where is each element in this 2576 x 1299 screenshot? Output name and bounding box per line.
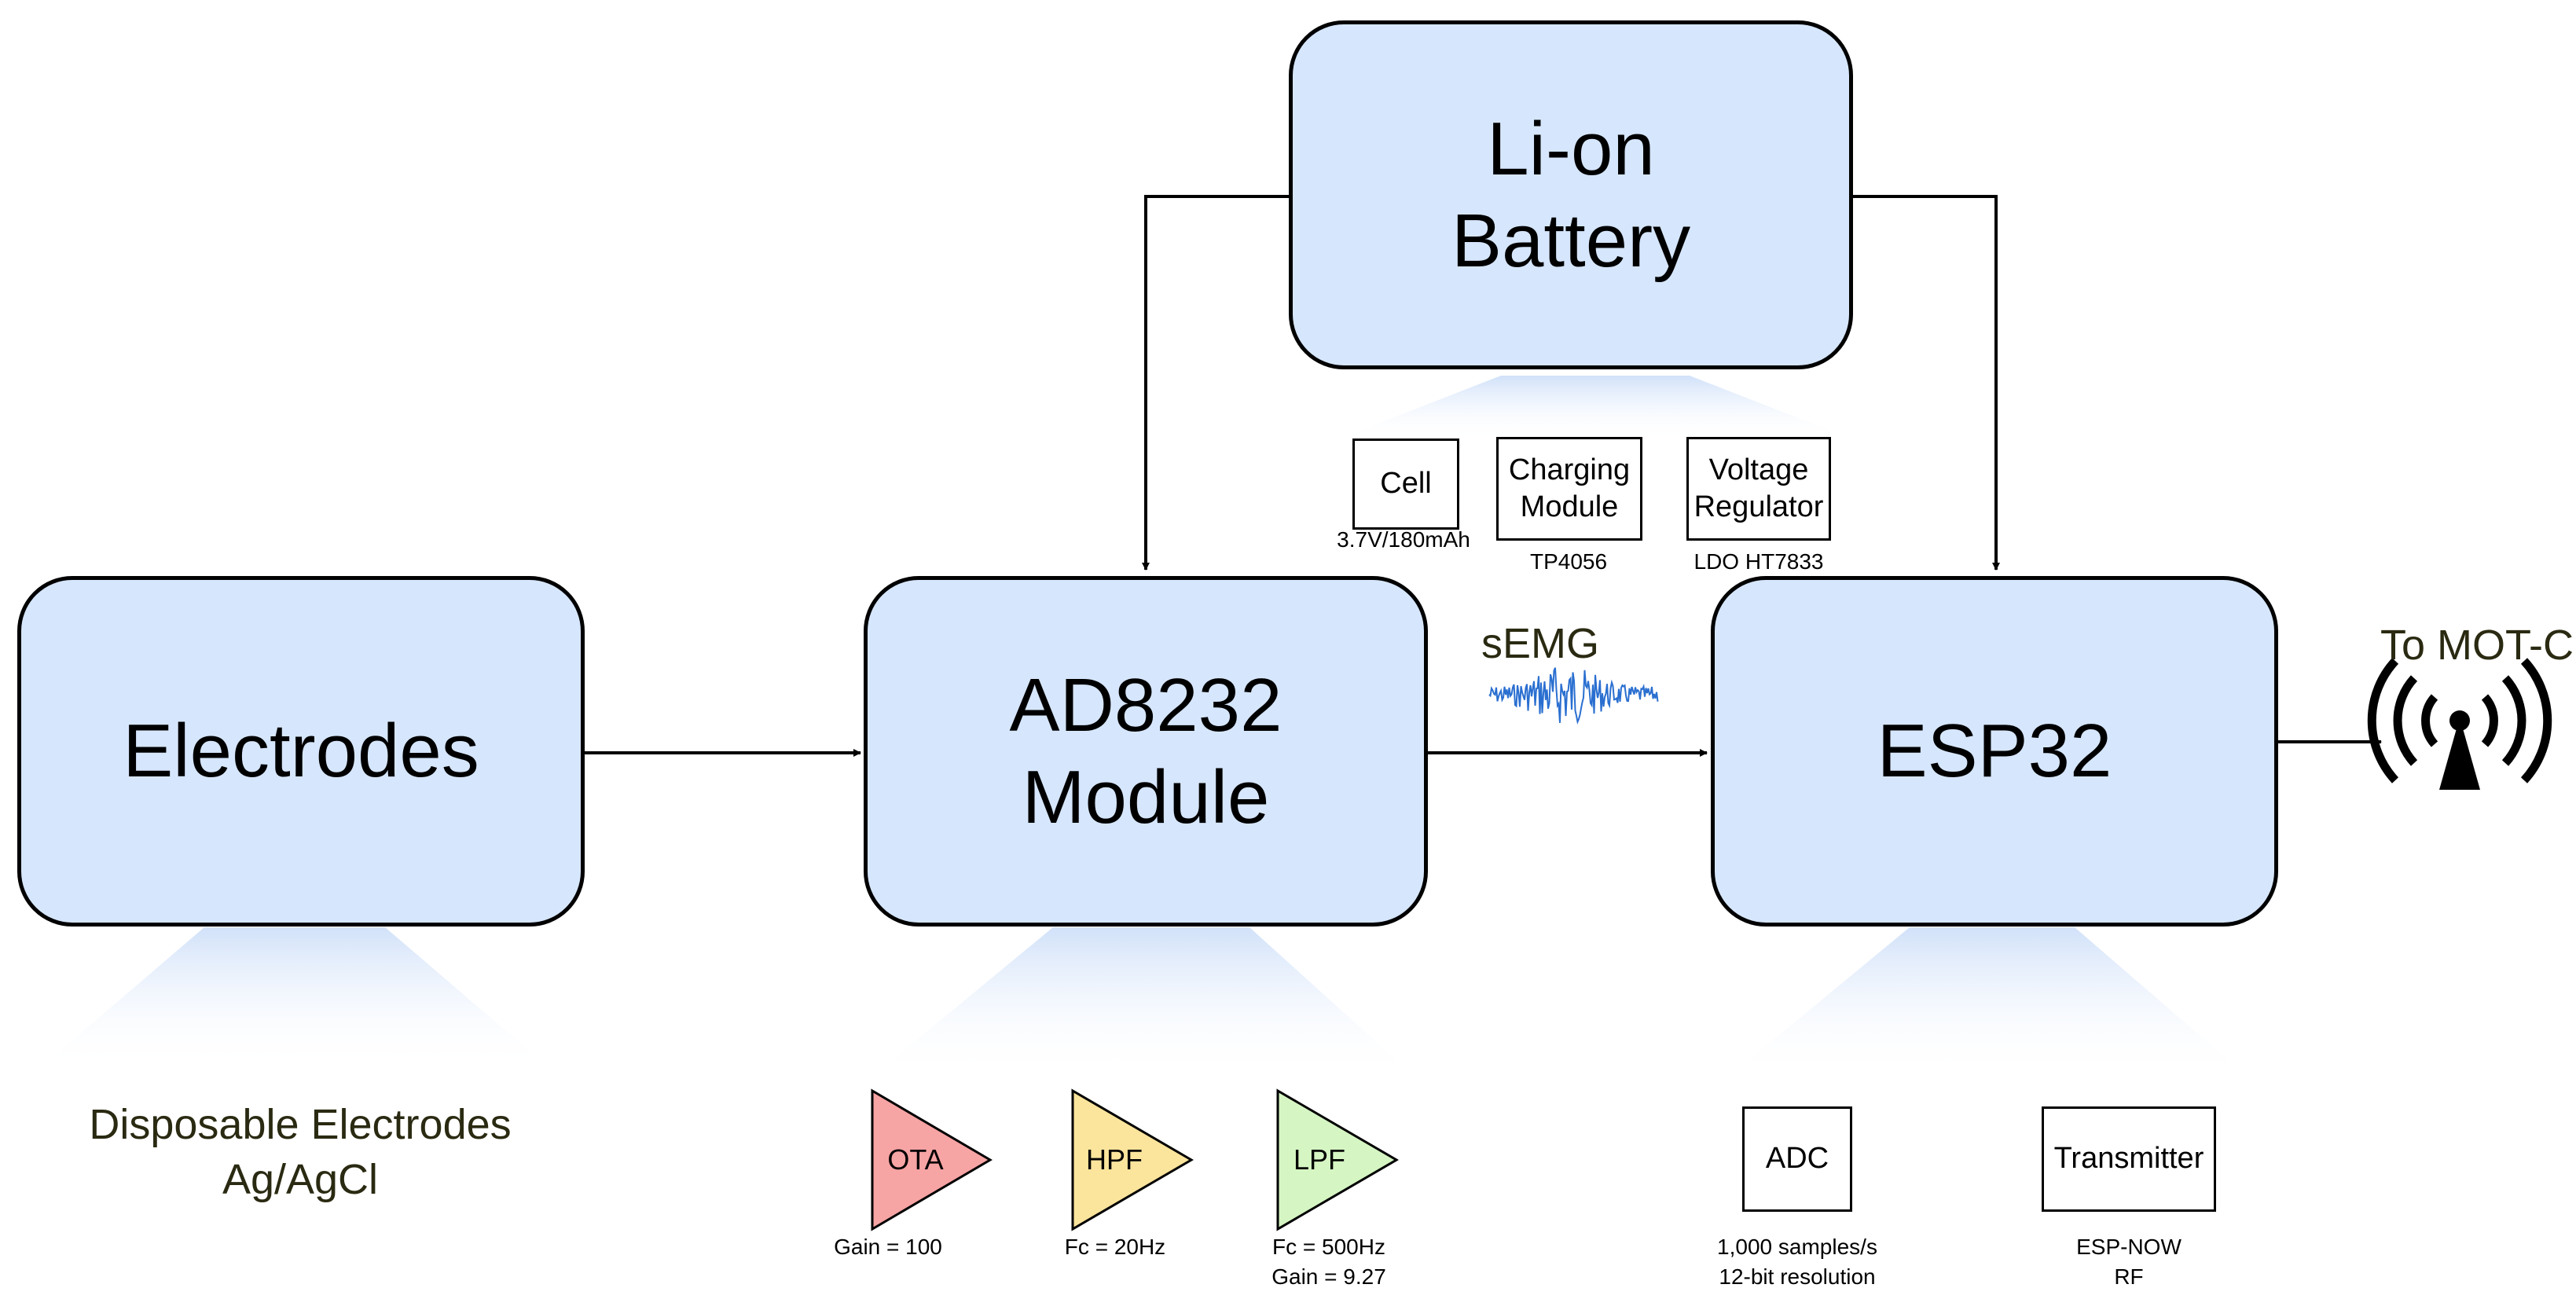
battery-title-line1: Li-on [1487, 106, 1655, 191]
electrodes-block: Electrodes [17, 576, 585, 927]
hpf-label: HPF [1086, 1143, 1143, 1176]
lpf-caption: Fc = 500Hz Gain = 9.27 [1271, 1232, 1386, 1292]
battery-detail-fan [1336, 376, 1855, 440]
esp32-detail-fan [1729, 927, 2248, 1077]
charging-module-label-line2: Module [1520, 490, 1619, 523]
electrodes-caption-line2: Ag/AgCl [222, 1156, 379, 1204]
adc-box: ADC [1742, 1106, 1852, 1212]
battery-block: Li-on Battery [1289, 20, 1853, 369]
ad8232-title-line2: Module [1022, 755, 1270, 839]
voltage-regulator-caption: LDO HT7833 [1693, 549, 1824, 574]
ota-caption: Gain = 100 [834, 1235, 942, 1259]
electrodes-caption: Disposable Electrodes Ag/AgCl [89, 1097, 511, 1207]
arrow-battery-to-ad8232 [1142, 195, 1289, 571]
ota-label: OTA [887, 1143, 944, 1176]
lpf-triangle [1276, 1088, 1399, 1231]
waveform-icon [1488, 667, 1659, 725]
ad8232-detail-fan [872, 927, 1415, 1077]
transmitter-label: Transmitter [2053, 1142, 2204, 1176]
lpf-label: LPF [1293, 1143, 1346, 1176]
ad8232-block: AD8232 Module [864, 576, 1428, 927]
charging-module-caption: TP4056 [1529, 549, 1608, 574]
adc-caption-line1: 1,000 samples/s [1717, 1235, 1877, 1259]
voltage-regulator-label-line1: Voltage [1708, 453, 1809, 486]
transmitter-box: Transmitter [2042, 1106, 2216, 1212]
cell-label: Cell [1380, 467, 1432, 501]
connectors [583, 195, 2382, 757]
filter-stage-triangles [871, 1088, 1399, 1231]
esp32-title: ESP32 [1877, 709, 2112, 794]
ad8232-title-line1: AD8232 [1009, 662, 1282, 747]
transmitter-caption-line1: ESP-NOW [2076, 1235, 2182, 1259]
voltage-regulator-label-line2: Regulator [1693, 490, 1824, 523]
battery-title-line2: Battery [1451, 199, 1691, 283]
electrodes-detail-fan [39, 927, 550, 1069]
antenna-icon [2367, 658, 2552, 790]
transmitter-caption-line2: RF [2114, 1264, 2144, 1289]
cell-caption: 3.7V/180mAh [1337, 527, 1470, 552]
to-mot-c-label: To MOT-C [2380, 622, 2574, 669]
arrow-battery-to-esp32 [1853, 195, 2000, 571]
esp32-block: ESP32 [1711, 576, 2278, 927]
adc-label: ADC [1765, 1142, 1829, 1176]
charging-module-box: Charging Module [1496, 437, 1642, 541]
adc-caption-line2: 12-bit resolution [1719, 1264, 1876, 1289]
hpf-caption: Fc = 20Hz [1064, 1235, 1166, 1259]
semg-label: sEMG [1481, 620, 1600, 667]
lpf-caption-line1: Fc = 500Hz [1272, 1235, 1385, 1259]
charging-module-label-line1: Charging [1508, 453, 1631, 486]
electrodes-caption-line1: Disposable Electrodes [89, 1101, 512, 1148]
hpf-triangle [1071, 1088, 1194, 1231]
cell-box: Cell [1352, 439, 1459, 530]
ota-triangle [871, 1088, 993, 1231]
transmitter-caption: ESP-NOW RF [2076, 1232, 2182, 1292]
voltage-regulator-box: Voltage Regulator [1686, 437, 1831, 541]
lpf-caption-line2: Gain = 9.27 [1271, 1264, 1386, 1289]
electrodes-title: Electrodes [123, 709, 479, 794]
adc-caption: 1,000 samples/s 12-bit resolution [1717, 1232, 1877, 1292]
